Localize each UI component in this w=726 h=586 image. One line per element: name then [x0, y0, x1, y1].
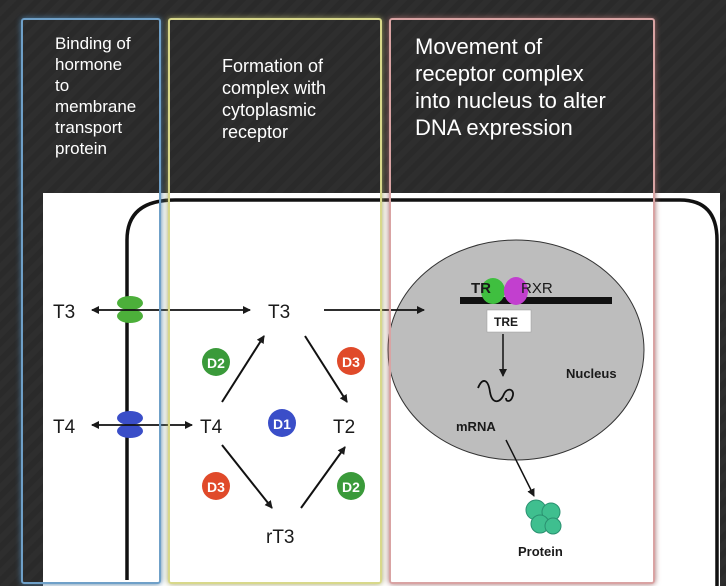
cell-membrane	[125, 198, 719, 586]
panel-movement-title: Movement of receptor complex into nucleu…	[415, 34, 606, 140]
tre-box	[486, 309, 532, 333]
t4-cell-label: T4	[200, 417, 223, 438]
panel-binding-title: Binding of hormone to membrane transport…	[55, 34, 137, 158]
tr-label: TR	[471, 280, 491, 297]
rt3-cell-label: rT3	[266, 527, 295, 548]
enzyme-d2-bottom: D2	[337, 472, 365, 500]
panel-binding	[21, 18, 161, 584]
nucleus-label: Nucleus	[566, 366, 617, 381]
enzyme-d2-top: D2	[202, 348, 230, 376]
mrna-label: mRNA	[456, 419, 496, 434]
arrow-rt3-t2	[300, 446, 346, 509]
panel-formation	[168, 18, 382, 584]
arrow-t3-t2	[304, 335, 348, 403]
rxr-label: RXR	[521, 280, 553, 297]
tr-receptor	[481, 278, 505, 304]
panel-movement	[389, 18, 655, 584]
mrna-icon	[477, 380, 514, 403]
rxr-receptor	[504, 277, 528, 305]
svg-text:D3: D3	[207, 479, 225, 495]
arrow-mrna-protein	[505, 439, 535, 497]
enzyme-d3-bottom: D3	[202, 472, 230, 500]
t2-cell-label: T2	[333, 417, 355, 438]
svg-text:D2: D2	[207, 355, 225, 371]
arrow-t4-rt3	[221, 444, 273, 509]
t3-cell-label: T3	[268, 302, 290, 323]
dna-bar	[460, 297, 612, 304]
protein-icon	[525, 499, 562, 535]
tre-label: TRE	[494, 315, 518, 329]
t4-outside-label: T4	[53, 417, 76, 438]
enzyme-d1: D1	[268, 409, 296, 437]
svg-text:D1: D1	[273, 416, 291, 432]
enzyme-d3-top: D3	[337, 347, 365, 375]
svg-text:D2: D2	[342, 479, 360, 495]
t3-outside-label: T3	[53, 302, 75, 323]
svg-text:D3: D3	[342, 354, 360, 370]
panel-formation-title: Formation of complex with cytoplasmic re…	[222, 56, 327, 142]
protein-label: Protein	[518, 544, 563, 559]
arrow-t4-t3	[221, 335, 265, 403]
